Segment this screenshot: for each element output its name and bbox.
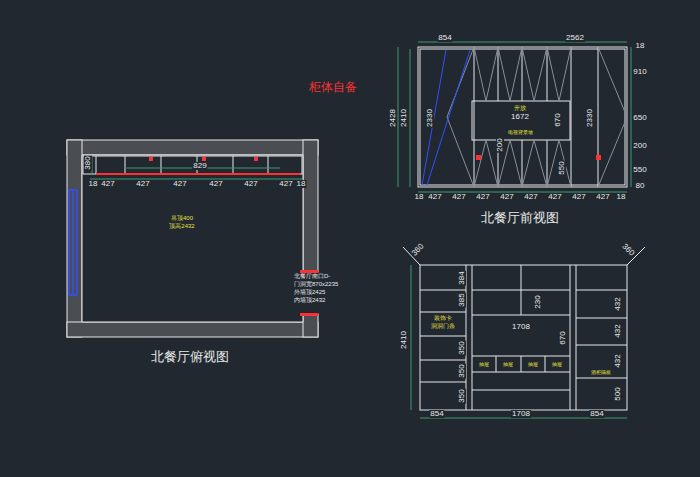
dimension-label: 500 (614, 386, 622, 401)
dimension-label: 18 (296, 180, 307, 188)
dimension-label: 350 (458, 388, 466, 403)
dimension-label: 18 (635, 42, 646, 50)
view-title: 柜体自备 (308, 81, 358, 93)
dimension-label: 200 (632, 142, 647, 150)
dimension-label: 427 (523, 193, 538, 201)
dimension-label: 427 (135, 180, 150, 188)
dimension-label: 酒柜隔板 (590, 370, 612, 375)
dimension-label: 854 (437, 34, 452, 42)
dimension-label: 1708 (511, 410, 531, 418)
dimension-label: 427 (172, 180, 187, 188)
dimension-label: 432 (614, 323, 622, 338)
dimension-label: 装饰卡 (433, 315, 453, 321)
dimension-label: 350 (458, 340, 466, 355)
dimension-label: 2410 (400, 108, 408, 128)
dimension-label: 1672 (510, 113, 530, 121)
dimension-label: 2410 (400, 330, 408, 350)
dimension-label: 427 (499, 193, 514, 201)
dimension-label: 抽屉 (527, 362, 539, 367)
dimension-label: 2562 (565, 34, 585, 42)
dimension-label: 350 (458, 363, 466, 378)
dimension-label: 抽屉 (478, 362, 490, 367)
dimension-label: 门洞宽870x2235 (293, 281, 339, 287)
dimension-label: 427 (278, 180, 293, 188)
dimension-label: 顶高2432 (168, 223, 195, 229)
dimension-label: 427 (208, 180, 223, 188)
dimension-label: 427 (547, 193, 562, 201)
dimension-label: 18 (616, 193, 627, 201)
dimension-label: 384 (458, 270, 466, 285)
dimension-label: 80 (635, 182, 646, 190)
dimension-label: 抽屉 (502, 362, 514, 367)
dimension-label: 432 (614, 353, 622, 368)
dimension-label: 洞洞门条 (430, 323, 456, 329)
dimension-label: 230 (534, 294, 542, 309)
dimension-label: 18 (88, 180, 99, 188)
dimension-label: 550 (558, 160, 566, 175)
dimension-label: 2330 (426, 108, 434, 128)
dimension-label: 829 (192, 162, 207, 170)
dimension-label: 380 (84, 155, 92, 170)
dimension-label: 427 (475, 193, 490, 201)
dimension-label: 427 (100, 180, 115, 188)
dimension-label: 2330 (586, 108, 594, 128)
dimension-label: 电视背景墙 (507, 130, 534, 135)
dimension-label: 550 (632, 166, 647, 174)
dimension-label: 18 (414, 193, 425, 201)
dimension-label: 854 (589, 410, 604, 418)
dimension-label: 650 (632, 114, 647, 122)
dimension-label: 内墙顶2432 (293, 297, 326, 303)
dimension-label: 200 (496, 137, 504, 152)
view-title: 北餐厅前视图 (480, 211, 560, 224)
dimension-label: 抽屉 (551, 362, 563, 367)
dimension-label: 670 (559, 330, 567, 345)
dimension-label: 910 (632, 68, 647, 76)
dimension-label: 670 (554, 112, 562, 127)
view-title: 北餐厅俯视图 (150, 350, 230, 363)
dimension-label: 外墙顶2425 (293, 289, 326, 295)
dimension-label: 427 (451, 193, 466, 201)
dimension-label: 427 (427, 193, 442, 201)
dimension-label: 385 (458, 292, 466, 307)
dimension-label: 432 (614, 296, 622, 311)
dimension-label: 427 (595, 193, 610, 201)
dimension-label: 1708 (511, 323, 531, 331)
dimension-label: 427 (571, 193, 586, 201)
dimension-label: 360 (620, 242, 637, 259)
dimension-label: 开放 (513, 105, 527, 111)
dimension-label: 854 (429, 410, 444, 418)
dimension-label: 2428 (389, 108, 397, 128)
dimension-label: 427 (243, 180, 258, 188)
dimension-label: 360 (410, 242, 427, 259)
dimension-label: 吊顶400 (170, 215, 194, 221)
dimension-label: 北餐厅南口D- (293, 273, 331, 279)
